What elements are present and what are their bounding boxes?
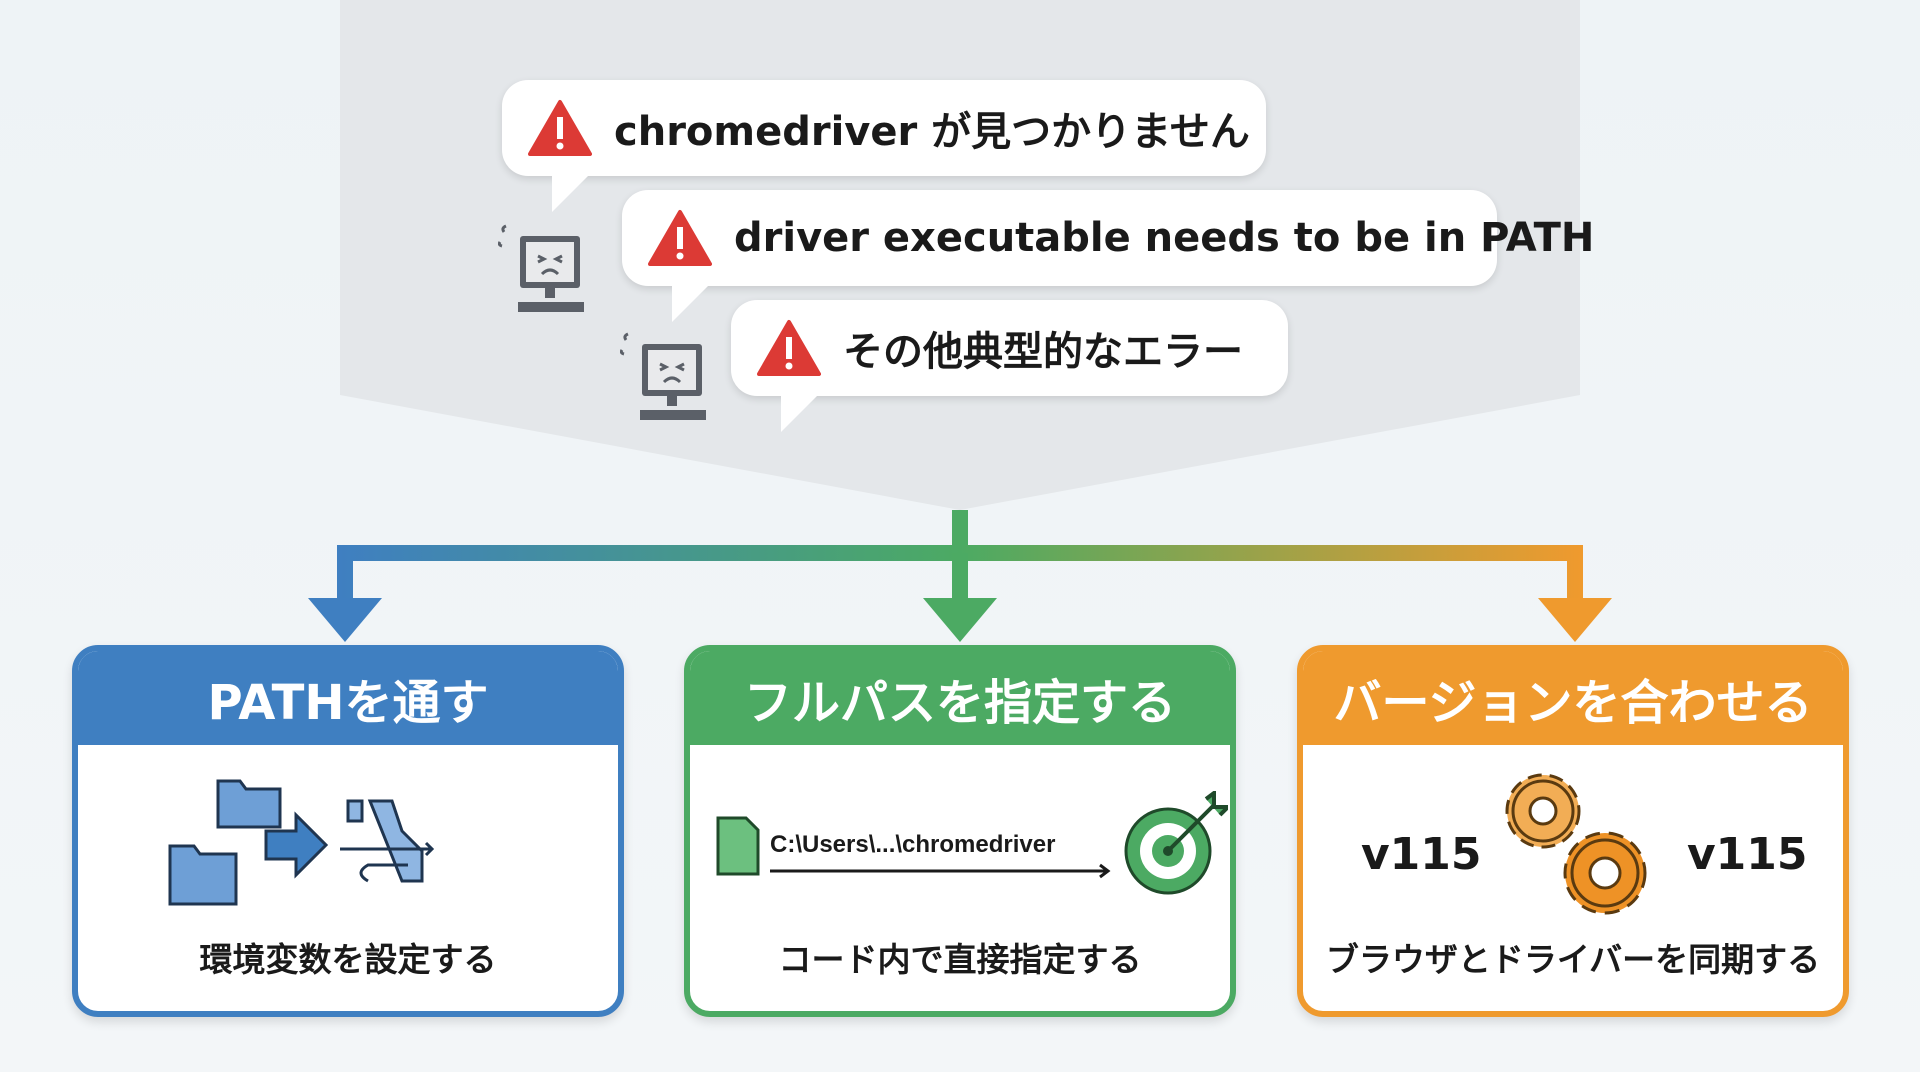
gears-icon [1505,773,1647,915]
arrow-right-icon [770,863,1111,879]
error-bubble: driver executable needs to be in PATH [622,190,1594,322]
driver-version: v115 [1687,829,1808,880]
folder-path-icon [168,779,435,906]
target-icon [1124,791,1228,895]
path-text: C:\Users\...\chromedriver [770,831,1056,858]
card-caption: 環境変数を設定する [199,940,497,979]
card-title: フルパスを指定する [690,651,1230,745]
error-text: その他典型的なエラー [843,329,1243,375]
browser-version: v115 [1361,829,1482,880]
solution-card-fullpath: フルパスを指定する C:\Users\...\chromedriver コード内… [684,645,1236,1017]
arrow-down-icon [308,598,382,642]
warning-icon [528,100,592,156]
warning-icon [757,320,821,376]
branch-connector [308,510,1612,642]
file-icon [716,816,760,876]
solution-card-path: PATHを通す 環境変数を設定する [72,645,624,1017]
card-caption: コード内で直接指定する [778,940,1142,979]
error-bubble: chromedriver が見つかりません [502,80,1266,212]
sad-computer-icon [498,224,584,312]
arrow-down-icon [923,598,997,642]
arrow-down-icon [1538,598,1612,642]
sad-computer-icon [620,332,706,420]
error-bubble: その他典型的なエラー [731,300,1288,432]
card-title: バージョンを合わせる [1303,651,1843,745]
error-text: driver executable needs to be in PATH [734,215,1595,261]
card-caption: ブラウザとドライバーを同期する [1325,940,1821,979]
warning-icon [648,210,712,266]
card-title: PATHを通す [78,651,618,745]
error-text: chromedriver が見つかりません [614,109,1250,155]
solution-card-version: バージョンを合わせる v115 v115 ブラウザとドライバーを同期する [1297,645,1849,1017]
